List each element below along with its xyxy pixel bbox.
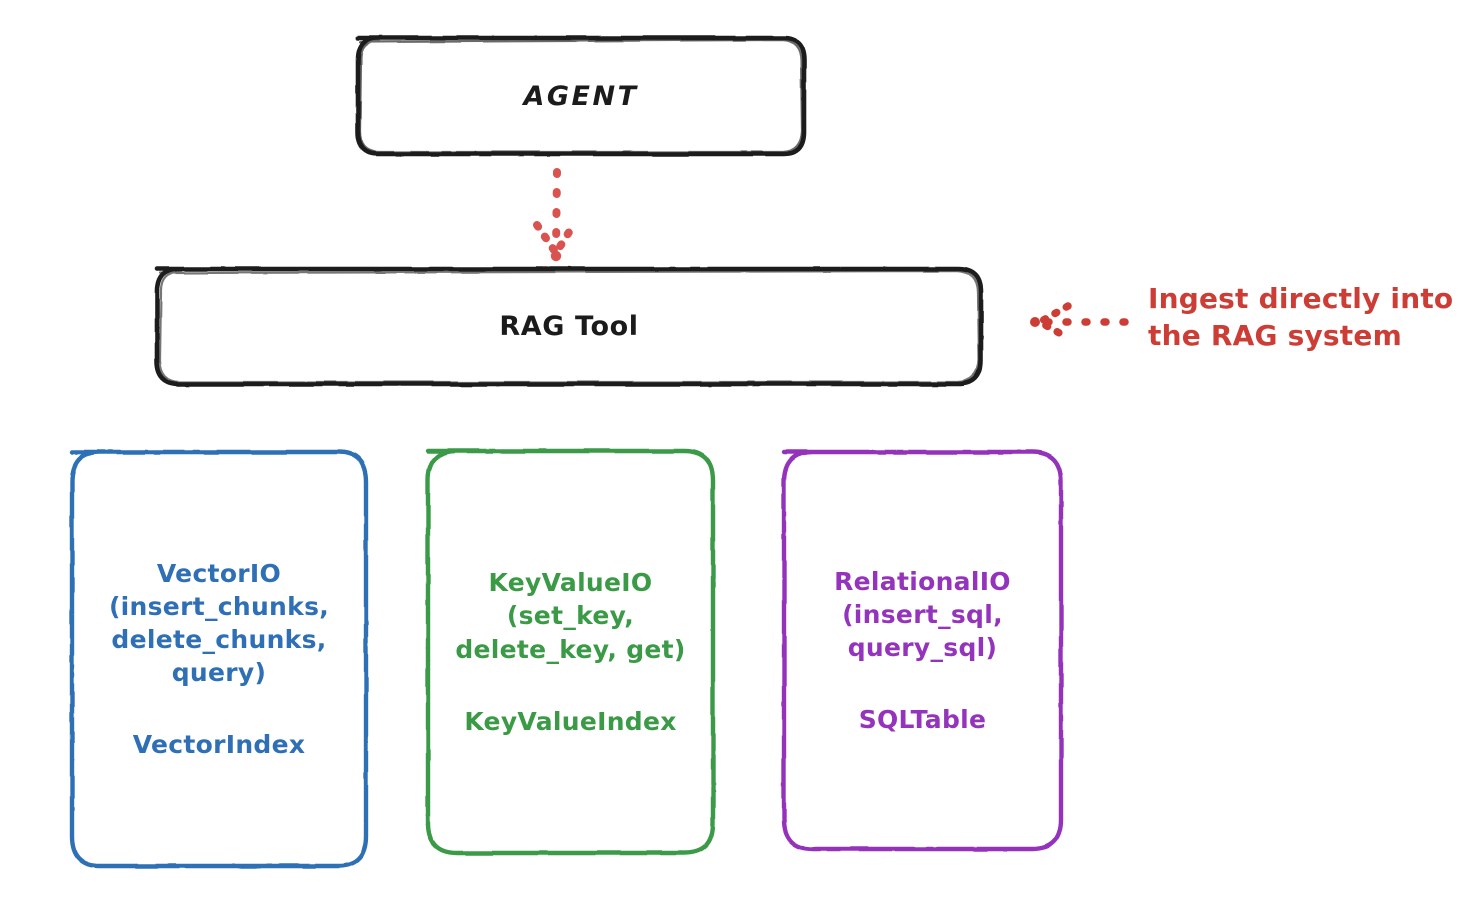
vectorio-box[interactable]	[69, 449, 369, 869]
agent-box[interactable]	[355, 35, 807, 157]
keyvalueio-box[interactable]	[425, 448, 716, 856]
relationalio-box[interactable]	[781, 449, 1064, 852]
ingest-arrow	[1030, 302, 1129, 342]
agent-to-rag-arrow	[533, 168, 578, 262]
rag-tool-box[interactable]	[154, 266, 984, 387]
